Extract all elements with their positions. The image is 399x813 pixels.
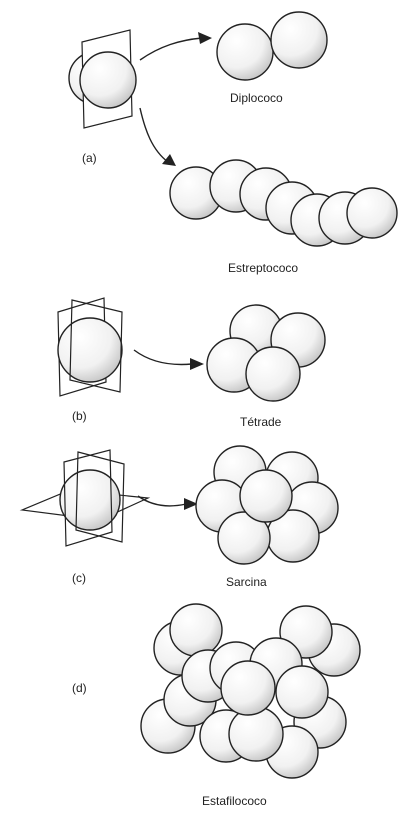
estreptococo-cells bbox=[170, 160, 397, 246]
division-plane-icon-a bbox=[69, 30, 136, 128]
sarcina-label: Sarcina bbox=[226, 575, 267, 589]
panel-d-marker: (d) bbox=[72, 681, 87, 695]
estafilococo-cells bbox=[141, 604, 360, 778]
arrow-to-estreptococo bbox=[140, 108, 176, 166]
panel-a-marker: (a) bbox=[82, 151, 97, 165]
estafilococo-label: Estafilococo bbox=[202, 794, 267, 808]
division-plane-icon-c bbox=[22, 450, 148, 546]
diplococo-label: Diplococo bbox=[230, 91, 283, 105]
sarcina-cells bbox=[196, 446, 338, 564]
arrow-to-diplococo bbox=[140, 32, 212, 60]
panel-b: Tétrade (b) bbox=[58, 298, 325, 429]
panel-c-marker: (c) bbox=[72, 571, 86, 585]
panel-d: Estafilococo (d) bbox=[72, 604, 360, 808]
panel-a: Diplococo Estreptococo (a) bbox=[69, 12, 397, 275]
division-plane-icon-b bbox=[58, 298, 122, 396]
diplococo-cells bbox=[217, 12, 327, 80]
arrow-to-tetrade bbox=[134, 350, 204, 370]
panel-c: Sarcina (c) bbox=[22, 446, 338, 589]
tetrade-label: Tétrade bbox=[240, 415, 282, 429]
tetrade-cells bbox=[207, 305, 325, 401]
panel-b-marker: (b) bbox=[72, 409, 87, 423]
estreptococo-label: Estreptococo bbox=[228, 261, 298, 275]
